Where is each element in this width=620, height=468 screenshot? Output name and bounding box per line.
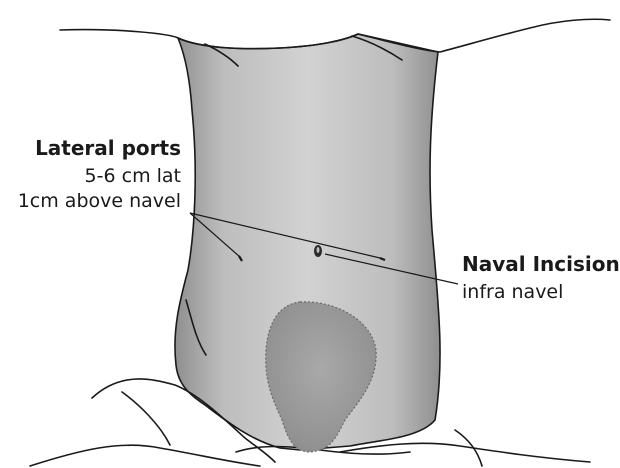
label-lateral-line2: 1cm above navel bbox=[18, 190, 181, 212]
label-naval-title: Naval Incision bbox=[462, 252, 620, 276]
label-lateral-title: Lateral ports bbox=[35, 136, 181, 160]
pelvis-crease-left bbox=[122, 392, 170, 445]
label-naval-line1: infra navel bbox=[462, 281, 563, 303]
label-lateral-line1: 5-6 cm lat bbox=[85, 165, 181, 187]
thigh-line-left bbox=[30, 445, 260, 466]
thigh-line-right bbox=[340, 443, 590, 462]
navel-highlight bbox=[317, 247, 320, 253]
